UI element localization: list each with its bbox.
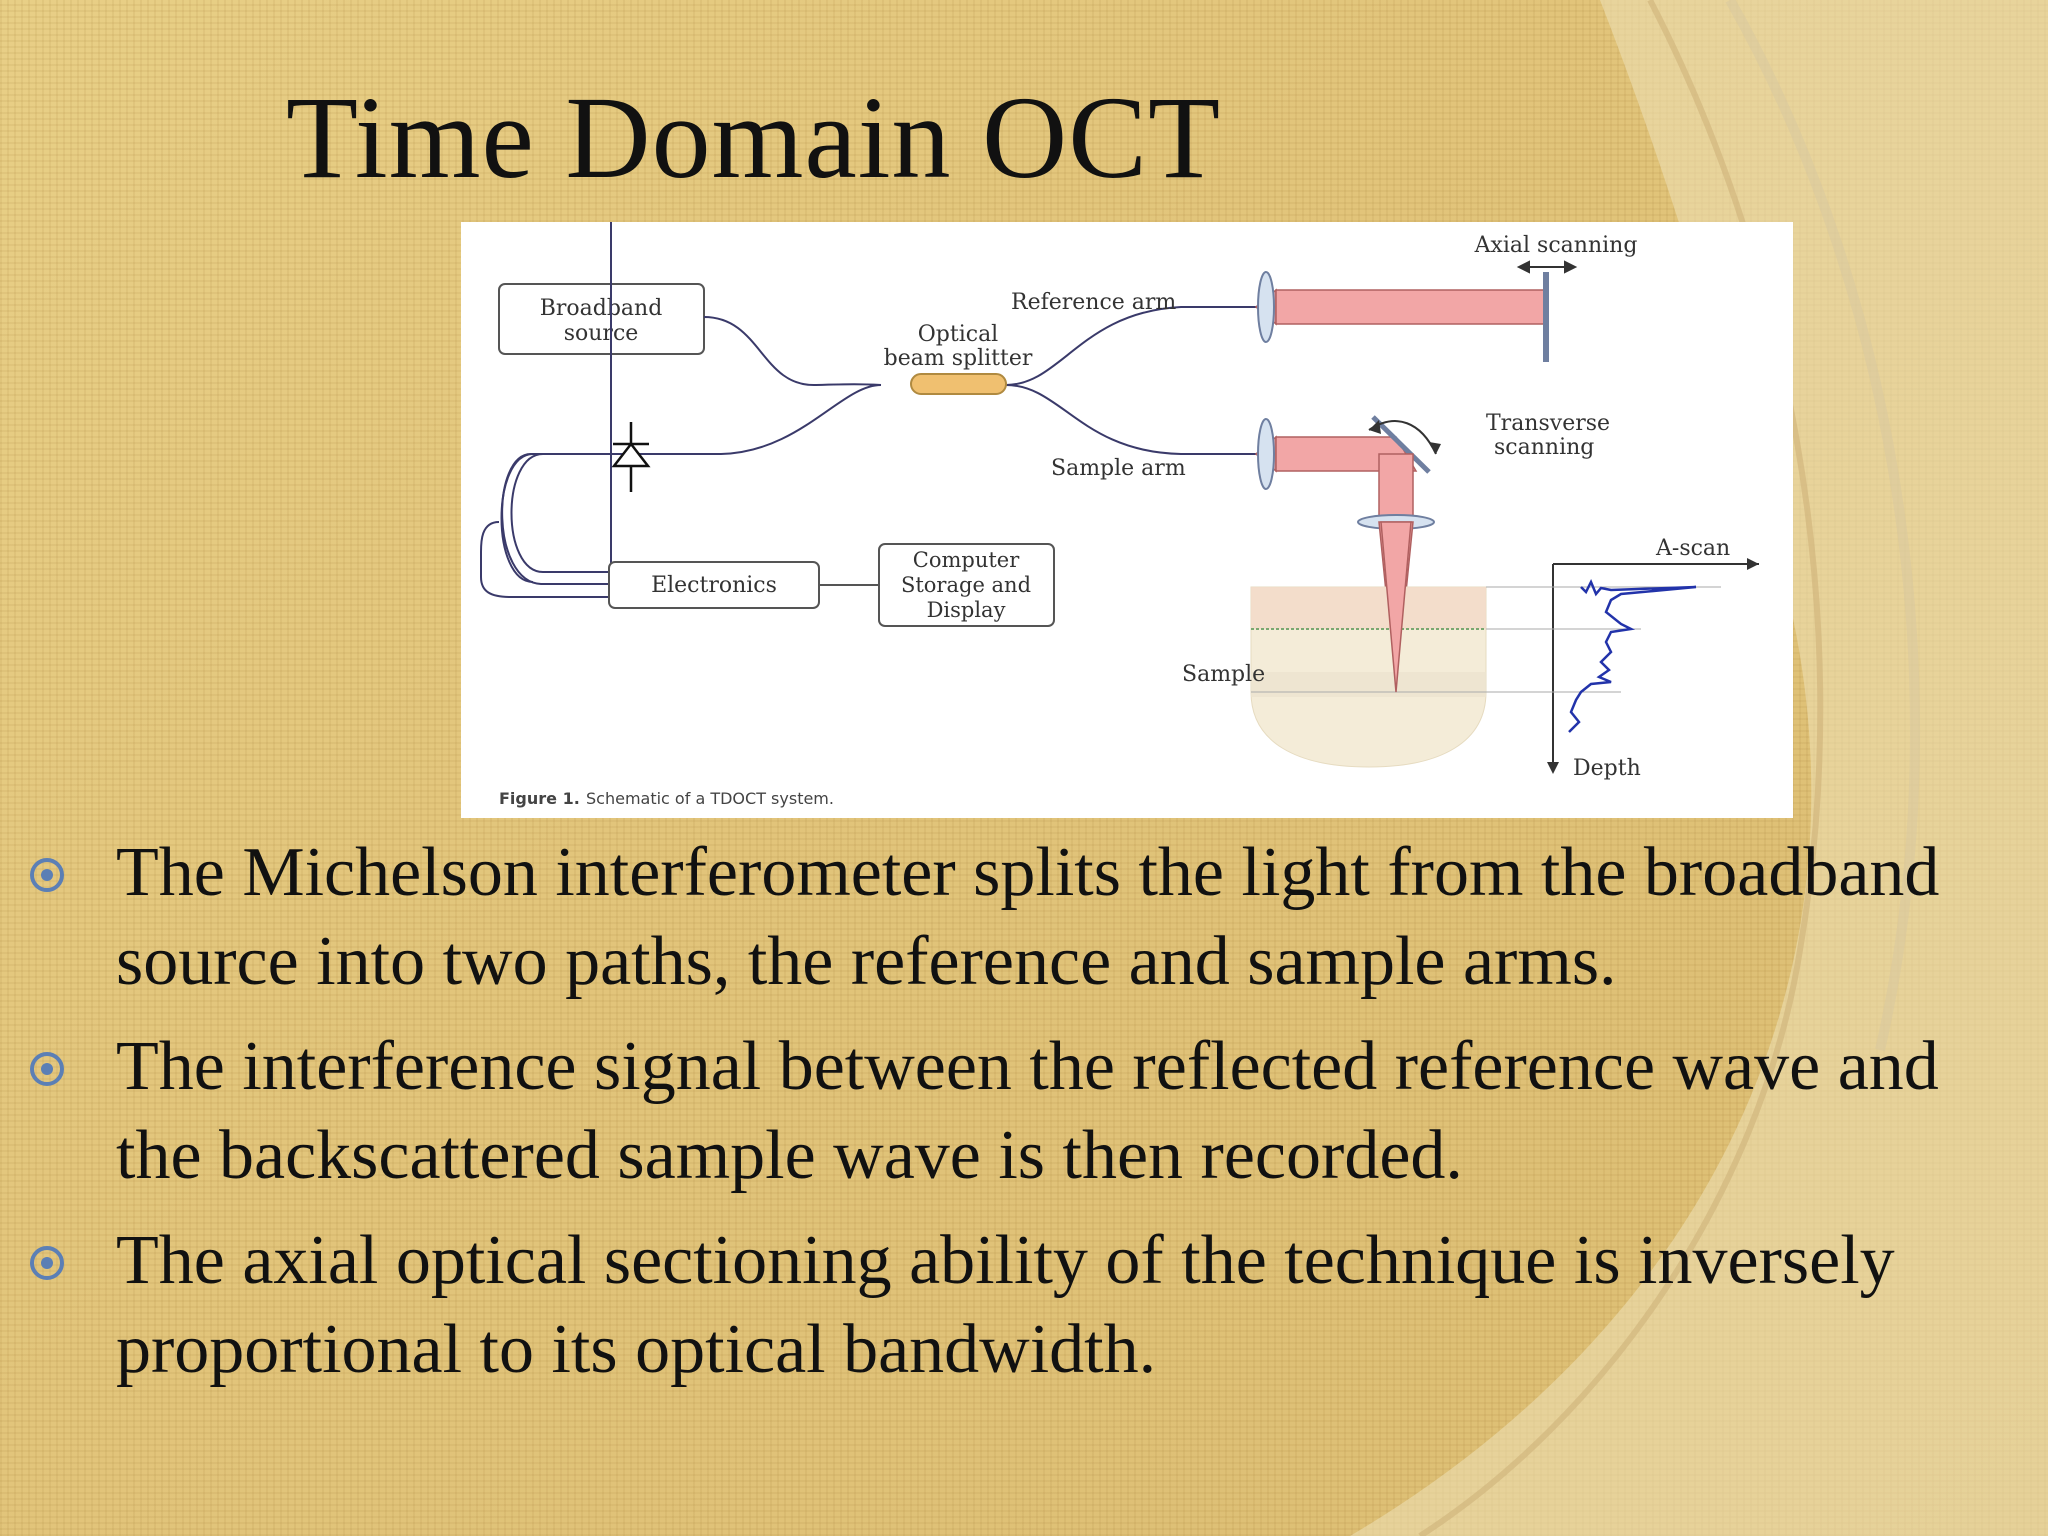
photodiode-icon xyxy=(611,422,651,492)
transverse-label-1: Transverse xyxy=(1486,411,1610,436)
figure-caption-text: Schematic of a TDOCT system. xyxy=(586,789,834,808)
computer-label-1: Computer xyxy=(913,548,1020,572)
oct-schematic-svg: Broadband source Optical beam splitter R… xyxy=(480,222,1759,808)
broadband-source-box xyxy=(498,283,705,355)
beam-splitter-label: beam splitter xyxy=(884,346,1033,371)
bullet-text: The axial optical sectioning ability of … xyxy=(116,1222,1895,1388)
oct-schematic-figure: Broadband source Optical beam splitter R… xyxy=(461,222,1793,818)
computer-label-2: Storage and xyxy=(901,573,1031,597)
bullet-item: The axial optical sectioning ability of … xyxy=(0,1216,2048,1394)
sample-beam-vertical xyxy=(1378,453,1414,523)
axial-scanning-arrow xyxy=(1516,260,1578,274)
bullet-list: The Michelson interferometer splits the … xyxy=(0,828,2048,1410)
bullet-item: The interference signal between the refl… xyxy=(0,1022,2048,1200)
optical-fibers xyxy=(500,222,1256,585)
computer-label-3: Display xyxy=(927,598,1006,622)
axial-scanning-label: Axial scanning xyxy=(1474,233,1638,258)
sample-arm-label: Sample arm xyxy=(1051,456,1186,481)
a-scan-label: A-scan xyxy=(1655,536,1730,561)
reference-lens xyxy=(1257,271,1275,343)
bullet-text: The Michelson interferometer splits the … xyxy=(116,834,1940,1000)
bullet-text: The interference signal between the refl… xyxy=(116,1028,1939,1194)
broadband-source-label-2: source xyxy=(564,321,639,346)
bullet-icon xyxy=(30,1246,64,1280)
transverse-label-2: scanning xyxy=(1494,435,1594,460)
optical-label: Optical xyxy=(918,322,998,347)
a-scan-signal xyxy=(1568,578,1697,733)
electronics-label: Electronics xyxy=(651,573,777,598)
figure-caption-prefix: Figure 1. xyxy=(499,789,580,808)
a-scan-guide-lines xyxy=(1486,586,1721,693)
beam-splitter xyxy=(910,373,1007,395)
reference-beam xyxy=(1275,289,1547,325)
computer-box xyxy=(878,543,1055,627)
sample-lens xyxy=(1257,418,1275,490)
depth-label: Depth xyxy=(1573,756,1641,781)
bullet-icon xyxy=(30,858,64,892)
reference-arm-label: Reference arm xyxy=(1011,290,1176,315)
sample-label: Sample xyxy=(1182,662,1265,687)
transverse-scan-mirror xyxy=(1371,415,1431,474)
bullet-icon xyxy=(30,1052,64,1086)
bullet-item: The Michelson interferometer splits the … xyxy=(0,828,2048,1006)
broadband-source-label-1: Broadband xyxy=(540,296,663,321)
slide-title: Time Domain OCT xyxy=(286,72,1222,203)
